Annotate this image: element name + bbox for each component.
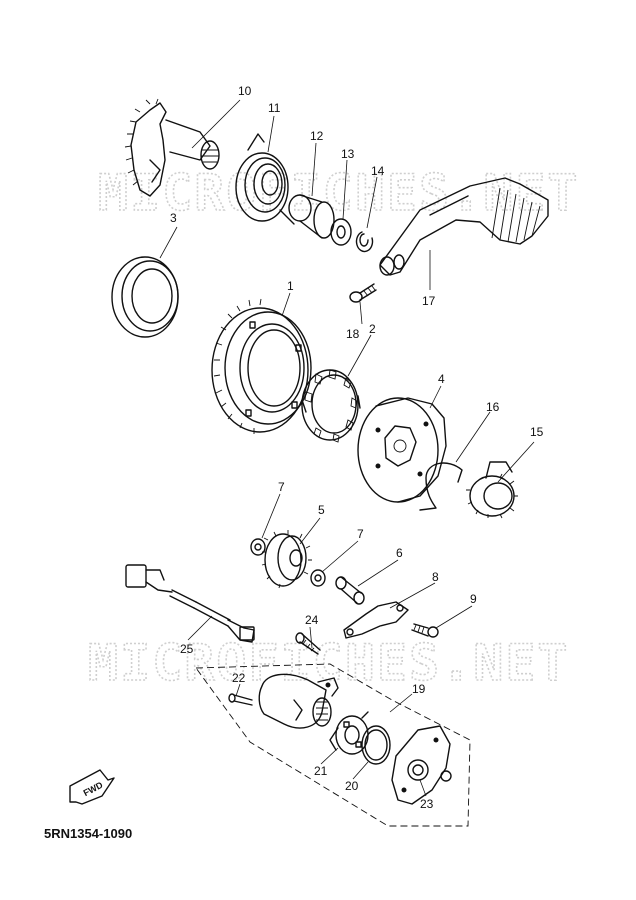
kick-shaft-gear xyxy=(124,98,220,197)
callout-17: 17 xyxy=(422,294,436,308)
callout-12: 12 xyxy=(310,129,324,143)
torsion-spring xyxy=(235,133,295,225)
callout-9: 9 xyxy=(470,592,477,606)
starter-motor xyxy=(258,673,339,729)
callout-22: 22 xyxy=(232,671,246,685)
callout-16: 16 xyxy=(486,400,500,414)
callout-8: 8 xyxy=(432,570,439,584)
callout-15: 15 xyxy=(530,425,544,439)
one-way-clutch xyxy=(301,369,361,443)
starter-drive-plate xyxy=(357,397,447,503)
fwd-label: FWD xyxy=(82,779,105,798)
callout-11: 11 xyxy=(268,101,281,115)
callout-labels: 10 11 12 13 14 3 17 1 18 2 4 16 15 7 5 7… xyxy=(170,84,544,811)
collar xyxy=(288,194,335,239)
bolt-18 xyxy=(349,283,377,303)
callout-13: 13 xyxy=(341,147,355,161)
spring-clip xyxy=(419,462,463,511)
leader-lines xyxy=(159,99,535,797)
callout-18: 18 xyxy=(346,327,360,341)
bracket-plate xyxy=(343,601,409,639)
pinion-gear xyxy=(466,461,518,519)
callout-1: 1 xyxy=(287,279,294,293)
callout-14: 14 xyxy=(371,164,385,178)
bolt-9 xyxy=(411,623,439,638)
callout-3: 3 xyxy=(170,211,177,225)
callout-23: 23 xyxy=(420,797,434,811)
callout-7-lower: 7 xyxy=(357,527,364,541)
callout-7-upper: 7 xyxy=(278,480,285,494)
washer-7-lower xyxy=(310,569,326,587)
idler-shaft xyxy=(335,576,365,605)
callout-25: 25 xyxy=(180,642,194,656)
starter-motor-assembly-boundary xyxy=(195,663,471,827)
callout-10: 10 xyxy=(238,84,252,98)
callout-24: 24 xyxy=(305,613,319,627)
end-cover xyxy=(391,725,452,805)
screw-24 xyxy=(295,632,321,655)
callout-6: 6 xyxy=(396,546,403,560)
ring-gear xyxy=(211,298,312,434)
screw-22 xyxy=(228,693,253,706)
fwd-arrow: FWD xyxy=(69,769,115,805)
wire-lead xyxy=(125,564,255,643)
callout-2: 2 xyxy=(369,322,376,336)
callout-20: 20 xyxy=(345,779,359,793)
washer-13 xyxy=(330,218,352,246)
kick-crank xyxy=(379,177,549,276)
callout-19: 19 xyxy=(412,682,426,696)
circlip-14 xyxy=(355,231,374,253)
washer-7-upper xyxy=(250,538,266,556)
callout-5: 5 xyxy=(318,503,325,517)
oil-seal xyxy=(111,256,179,338)
callout-4: 4 xyxy=(438,372,445,386)
diagram-code: 5RN1354-1090 xyxy=(44,826,132,841)
idler-gear xyxy=(261,530,312,589)
callout-21: 21 xyxy=(314,764,328,778)
o-ring xyxy=(361,725,391,765)
watermark-top: MICROFICHES.NET xyxy=(98,164,580,222)
